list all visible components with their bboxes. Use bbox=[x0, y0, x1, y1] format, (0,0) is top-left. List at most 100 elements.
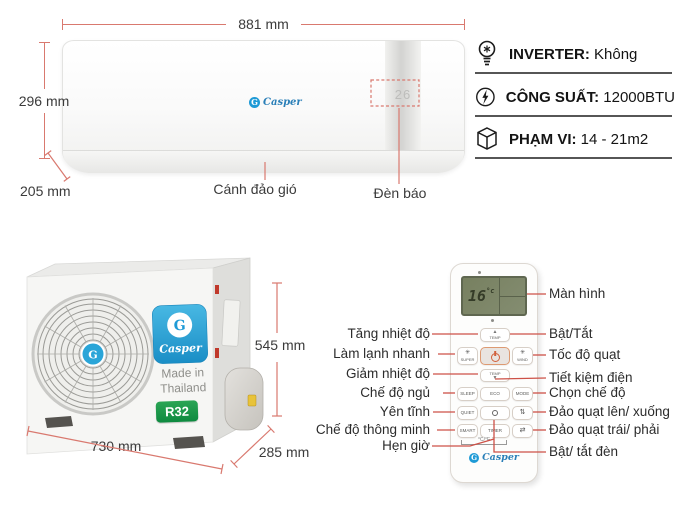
fan-hub-logo-icon bbox=[82, 343, 104, 365]
callout-smart-mode: Chế độ thông minh bbox=[315, 422, 430, 437]
callout-swing-vertical: Đảo quạt lên/ xuống bbox=[549, 404, 670, 419]
bulb-icon bbox=[492, 410, 498, 416]
callout-power: Bật/Tắt bbox=[549, 326, 593, 341]
wind-label: WIND bbox=[517, 357, 528, 362]
eco-label: ECO bbox=[490, 391, 500, 396]
spec-value: 12000BTU bbox=[603, 88, 675, 106]
made-in-text: Made in Thailand bbox=[147, 365, 218, 397]
spec-text: CÔNG SUẤT: 12000BTU bbox=[506, 89, 675, 106]
made-in-line2: Thailand bbox=[159, 380, 207, 396]
remote-display-temp: 16°c bbox=[468, 287, 495, 305]
dimension-depth-label-indoor: 205 mm bbox=[20, 183, 71, 199]
indoor-unit: 26 G Casper bbox=[62, 40, 465, 173]
unit-toggle-bracket: °C/°F bbox=[461, 437, 507, 445]
sleep-button: SLEEP bbox=[457, 387, 478, 401]
fan-icon: ✳ bbox=[464, 350, 471, 356]
spec-value: 14 - 21m2 bbox=[580, 130, 649, 148]
refrigerant-badge: R32 bbox=[155, 400, 199, 423]
triangle-down-icon: ▼ bbox=[492, 374, 498, 381]
dimension-line bbox=[300, 23, 465, 25]
remote-sensor-dot bbox=[491, 319, 494, 322]
warning-label bbox=[247, 394, 257, 407]
spec-value: Không bbox=[594, 45, 638, 63]
spec-label: CÔNG SUẤT: bbox=[505, 88, 600, 106]
bulb-icon bbox=[478, 40, 496, 66]
eco-button: ECO bbox=[480, 387, 510, 401]
callout-energy-saving: Tiết kiệm điện bbox=[549, 370, 633, 385]
callout-temp-down: Giảm nhiệt độ bbox=[345, 366, 430, 381]
spec-separator bbox=[475, 115, 672, 117]
dimension-tick bbox=[38, 42, 50, 43]
spec-label: INVERTER: bbox=[509, 45, 590, 63]
callout-fan-speed: Tốc độ quạt bbox=[549, 347, 621, 362]
outdoor-foot bbox=[45, 416, 73, 428]
temp-down-button: TEMP ▼ bbox=[480, 369, 510, 382]
indoor-temperature-display: 26 bbox=[394, 87, 412, 102]
lightning-icon bbox=[476, 87, 495, 107]
triangle-up-icon: ▲ bbox=[492, 329, 498, 335]
dimension-height-label: 296 mm bbox=[18, 92, 70, 109]
wind-button: ✳ WIND bbox=[512, 347, 533, 365]
dimension-width-label-outdoor: 730 mm bbox=[90, 438, 142, 454]
indoor-unit-flap bbox=[63, 150, 464, 173]
temp-value: 16 bbox=[468, 287, 487, 305]
outdoor-fan-grille: G bbox=[31, 292, 155, 416]
outdoor-foot bbox=[173, 436, 205, 449]
spec-label: PHẠM VI: bbox=[509, 130, 577, 148]
light-button bbox=[480, 406, 510, 420]
display-divider bbox=[498, 296, 525, 297]
temp-unit: °c bbox=[486, 287, 495, 295]
callout-light-toggle: Bật/ tắt đèn bbox=[549, 444, 619, 459]
dimension-height-indoor: 296 mm bbox=[12, 42, 76, 159]
dimension-depth-label-outdoor: 285 mm bbox=[258, 444, 310, 460]
dimension-height-label-outdoor: 545 mm bbox=[254, 337, 306, 353]
swing-horizontal-button: ⇄ bbox=[512, 424, 533, 438]
flap-callout-label: Cánh đảo gió bbox=[213, 181, 297, 197]
spec-separator bbox=[475, 157, 672, 159]
dimension-line bbox=[43, 43, 45, 89]
badge-monogram-icon bbox=[167, 312, 193, 338]
super-label: SUPER bbox=[460, 357, 475, 362]
remote-casper-logo: G Casper bbox=[451, 452, 537, 463]
casper-logo: G Casper bbox=[249, 97, 302, 108]
fan-icon: ✳ bbox=[519, 350, 526, 356]
remote-sensor-dot bbox=[478, 271, 481, 274]
outdoor-pipe-cover bbox=[224, 367, 264, 431]
outdoor-unit: G G Casper bbox=[26, 257, 264, 455]
dimension-line bbox=[43, 112, 45, 158]
remote-control: 16°c ▲ TEMP ✳ SUPER ✳ WIND TEMP ▼ SLEEP … bbox=[450, 263, 538, 483]
temp-down-label: TEMP bbox=[489, 370, 501, 376]
spec-separator bbox=[475, 72, 672, 74]
quiet-label: QUIET bbox=[460, 410, 475, 415]
smart-button: SMART bbox=[457, 424, 478, 438]
dimension-tick bbox=[38, 158, 50, 159]
timer-label: TIMER bbox=[488, 428, 502, 433]
outdoor-side-sticker bbox=[215, 285, 219, 294]
dimension-line bbox=[63, 23, 227, 25]
indicator-callout-label: Đèn báo bbox=[373, 185, 427, 201]
smart-label: SMART bbox=[459, 428, 476, 433]
casper-monogram-icon: G bbox=[469, 452, 480, 463]
callout-screen: Màn hình bbox=[549, 286, 606, 301]
spec-text: PHẠM VI: 14 - 21m2 bbox=[509, 131, 648, 148]
swing-horizontal-icon: ⇄ bbox=[519, 427, 526, 434]
unit-toggle-label: °C/°F bbox=[475, 437, 493, 443]
swing-vertical-button: ⇅ bbox=[512, 406, 533, 420]
badge-logo-text: Casper bbox=[159, 341, 203, 356]
spec-row-coverage: PHẠM VI: 14 - 21m2 bbox=[475, 121, 675, 157]
spec-row-capacity: CÔNG SUẤT: 12000BTU bbox=[475, 79, 675, 115]
timer-button: TIMER bbox=[480, 424, 510, 438]
callout-temp-up: Tăng nhiệt độ bbox=[347, 326, 430, 341]
outdoor-spec-sticker bbox=[221, 299, 241, 347]
casper-monogram-icon: G bbox=[249, 97, 260, 108]
outdoor-casper-badge: G Casper bbox=[152, 304, 208, 364]
quiet-button: QUIET bbox=[457, 406, 478, 420]
casper-logo-text: Casper bbox=[482, 452, 519, 463]
super-button: ✳ SUPER bbox=[457, 347, 478, 365]
callout-quiet: Yên tĩnh bbox=[379, 404, 430, 419]
callout-sleep-mode: Chế độ ngủ bbox=[360, 385, 430, 400]
mode-button: MODE bbox=[512, 387, 533, 401]
spec-row-inverter: INVERTER: Không bbox=[475, 36, 675, 72]
callout-swing-horizontal: Đảo quạt trái/ phải bbox=[549, 422, 660, 437]
